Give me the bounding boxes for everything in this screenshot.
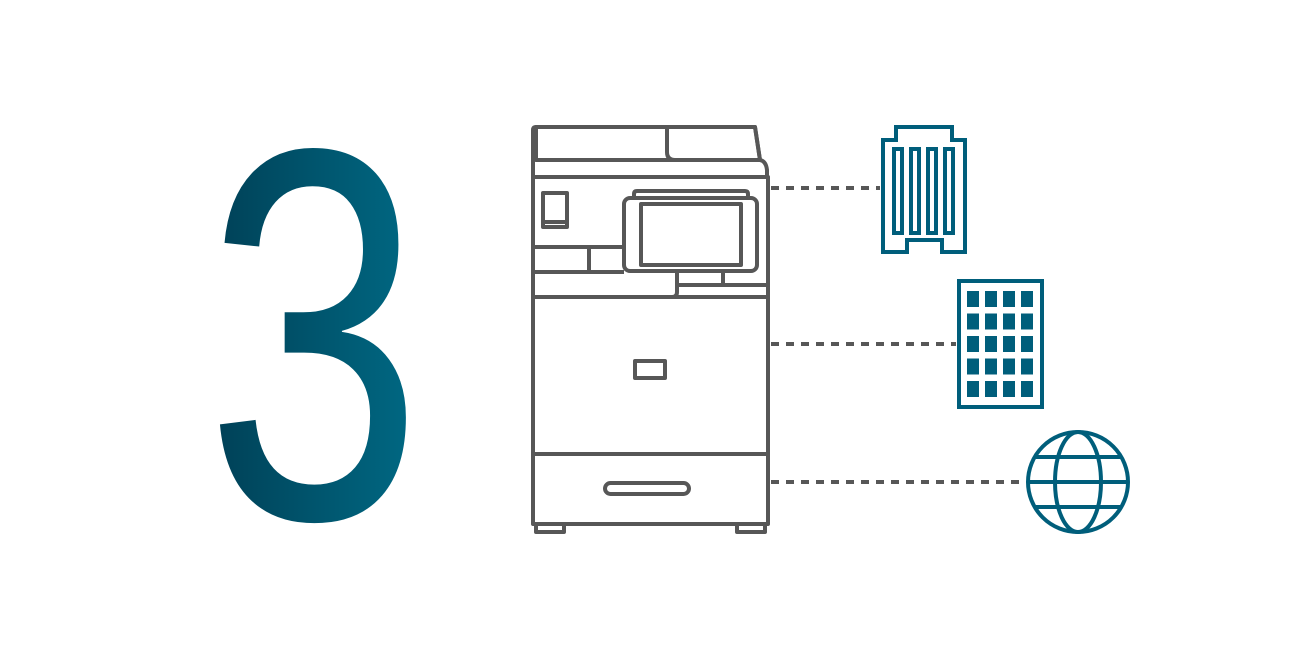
building-window [985,336,997,352]
apartment-building-icon [957,279,1044,409]
building-window [967,358,979,375]
building-window [1003,381,1015,397]
globe-icon [1026,430,1130,534]
building-window [985,291,997,307]
big-number: 3 [205,38,423,630]
office-building-icon [881,125,967,254]
building-window [985,358,997,375]
building-window [985,313,997,330]
building-window [1021,336,1033,352]
building-window [967,291,979,307]
building-window [967,336,979,352]
building-window [1003,358,1015,375]
building-window [1003,336,1015,352]
building-window [967,313,979,330]
building-window [1021,291,1033,307]
printer-icon [531,125,770,534]
building-window [1003,313,1015,330]
building-window [1003,291,1015,307]
building-window [985,381,997,397]
building-window [1021,358,1033,375]
building-window [1021,381,1033,397]
building-window [967,381,979,397]
building-window [1021,313,1033,330]
